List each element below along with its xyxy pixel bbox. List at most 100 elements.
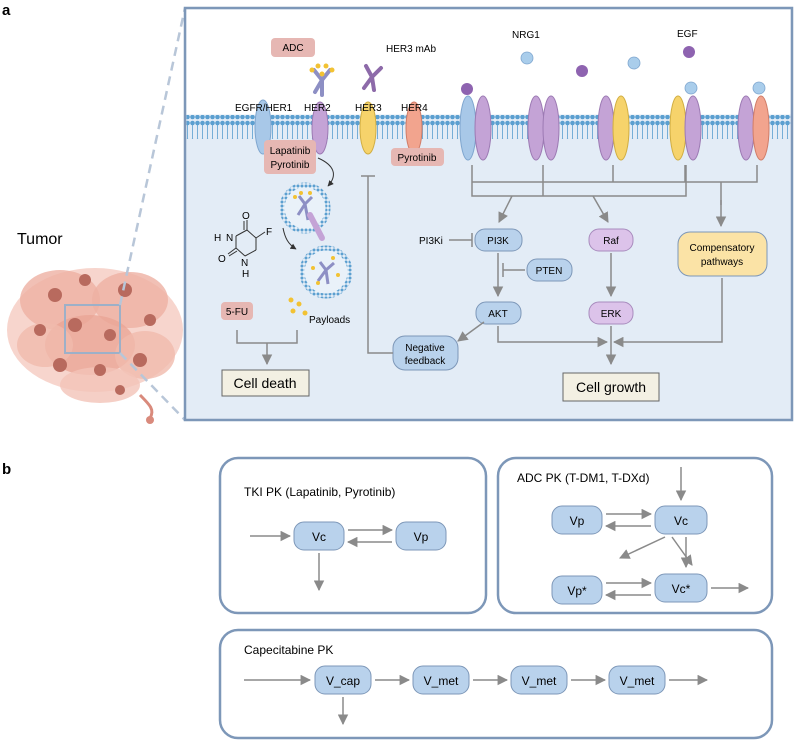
zoom-line-bottom	[119, 352, 186, 421]
compensatory-line1: Compensatory	[689, 243, 754, 254]
pten-node	[526, 258, 573, 282]
tki-vc-node	[293, 521, 345, 551]
akt-to-feedback-arrow	[457, 321, 485, 342]
tumor-label: Tumor	[17, 231, 63, 248]
pyrotinib-label-1: Pyrotinib	[271, 160, 310, 171]
extracellular-space	[186, 9, 791, 115]
egf-label: EGF	[677, 29, 698, 40]
zoom-box	[64, 304, 121, 354]
atom-n-bottom: N	[241, 258, 248, 269]
pyrotinib-label-2: Pyrotinib	[398, 153, 437, 164]
capecitabine-pk-title: Capecitabine PK	[244, 643, 333, 657]
pi3ki-label: PI3Ki	[419, 236, 443, 247]
dimer-her2-her4	[737, 95, 770, 161]
akt-node	[475, 301, 522, 325]
adc-label: ADC	[282, 43, 303, 54]
panel-b-label: b	[2, 461, 11, 478]
capecitabine-pk-box	[218, 628, 774, 740]
tki-pk-title: TKI PK (Lapatinib, Pyrotinib)	[244, 485, 395, 499]
adc-pk-title: ADC PK (T-DM1, T-DXd)	[517, 471, 649, 485]
cap-vcap-label: V_cap	[326, 674, 360, 688]
adc-vp-label: Vp	[570, 514, 585, 528]
pyrotinib-box-2	[391, 148, 444, 166]
cell-growth-merge-lines	[497, 278, 723, 343]
cell-growth-box	[562, 372, 660, 402]
lysosome-vesicle	[299, 245, 353, 299]
dimer-her2-her3	[597, 95, 630, 161]
cell-growth-label: Cell growth	[576, 379, 646, 395]
her2-label: HER2	[304, 103, 331, 114]
feedback-inhibition-line	[367, 176, 393, 354]
her3-mab-label: HER3 mAb	[386, 44, 436, 55]
compensatory-node	[677, 231, 768, 277]
pten-label: PTEN	[536, 266, 563, 277]
ligand-dots	[461, 46, 766, 95]
payloads-label: Payloads	[309, 315, 350, 326]
her3-label: HER3	[355, 103, 382, 114]
erk-node	[588, 301, 634, 325]
adc-box	[271, 38, 315, 57]
compensatory-line2: pathways	[701, 257, 743, 268]
adc-vp-node	[551, 505, 603, 535]
cell-death-box	[221, 369, 310, 397]
atom-f: F	[266, 227, 272, 238]
cap-vmet-node-2	[510, 665, 568, 695]
adc-vpstar-label: Vp*	[567, 584, 587, 598]
cell-death-label: Cell death	[233, 375, 296, 391]
raf-label: Raf	[603, 236, 619, 247]
tki-vp-label: Vp	[414, 530, 429, 544]
atom-h-bottom: H	[242, 269, 249, 280]
atom-h-top: H	[214, 233, 221, 244]
cap-vmet-label-3: V_met	[620, 674, 655, 688]
her4-label: HER4	[401, 103, 428, 114]
egfr-label: EGFR/HER1	[235, 103, 293, 114]
cap-vcap-node	[314, 665, 372, 695]
adc-vc-label: Vc	[674, 514, 688, 528]
tki-vc-label: Vc	[312, 530, 326, 544]
tumor-illustration	[7, 268, 183, 424]
adc-vc-elimination-arrow	[619, 536, 666, 559]
five-fu-box	[221, 302, 253, 320]
negative-feedback-line1: Negative	[405, 343, 445, 354]
endocytosis-arrow	[317, 157, 334, 187]
atom-o-left: O	[218, 254, 226, 265]
negative-feedback-line2: feedback	[405, 356, 447, 367]
tki-pk-box	[218, 456, 488, 615]
lapatinib-pyrotinib-box	[264, 140, 316, 174]
atom-o-top: O	[242, 211, 250, 222]
five-fu-molecule	[227, 220, 266, 257]
cap-vmet-node-1	[412, 665, 470, 695]
cap-vmet-label-1: V_met	[424, 674, 459, 688]
panel-a-label: a	[2, 2, 11, 19]
five-fu-label: 5-FU	[226, 307, 248, 318]
pi3k-node	[474, 228, 523, 252]
pi3k-label: PI3K	[487, 236, 509, 247]
erk-label: ERK	[601, 309, 622, 320]
nrg1-label: NRG1	[512, 30, 540, 41]
cap-vmet-label-2: V_met	[522, 674, 557, 688]
her2-receptor	[311, 101, 329, 155]
raf-node	[588, 228, 634, 252]
cap-vmet-node-3	[608, 665, 666, 695]
adc-vpstar-node	[551, 575, 603, 605]
endosome-vesicle	[279, 182, 331, 241]
lysosome-arrow	[282, 227, 297, 250]
akt-label: AKT	[488, 309, 507, 320]
free-payloads	[288, 297, 308, 316]
her3-receptor	[359, 101, 377, 155]
dimer-her2-her2	[527, 95, 560, 161]
atom-n-top: N	[226, 233, 233, 244]
adc-vcstar-label: Vc*	[672, 582, 691, 596]
lapatinib-label: Lapatinib	[270, 146, 311, 157]
adc-vcstar-node	[654, 573, 708, 603]
tki-vp-node	[395, 521, 447, 551]
adc-antibody-icon	[309, 63, 335, 97]
adc-pk-box	[496, 456, 774, 615]
dimer-her3-her2	[669, 95, 702, 161]
her3-mab-icon	[362, 64, 383, 92]
dimer-convergence-lines	[471, 165, 758, 197]
zoom-line-top	[118, 7, 187, 306]
adc-vc-node	[654, 505, 708, 535]
dimer-her1-her2	[459, 95, 492, 161]
